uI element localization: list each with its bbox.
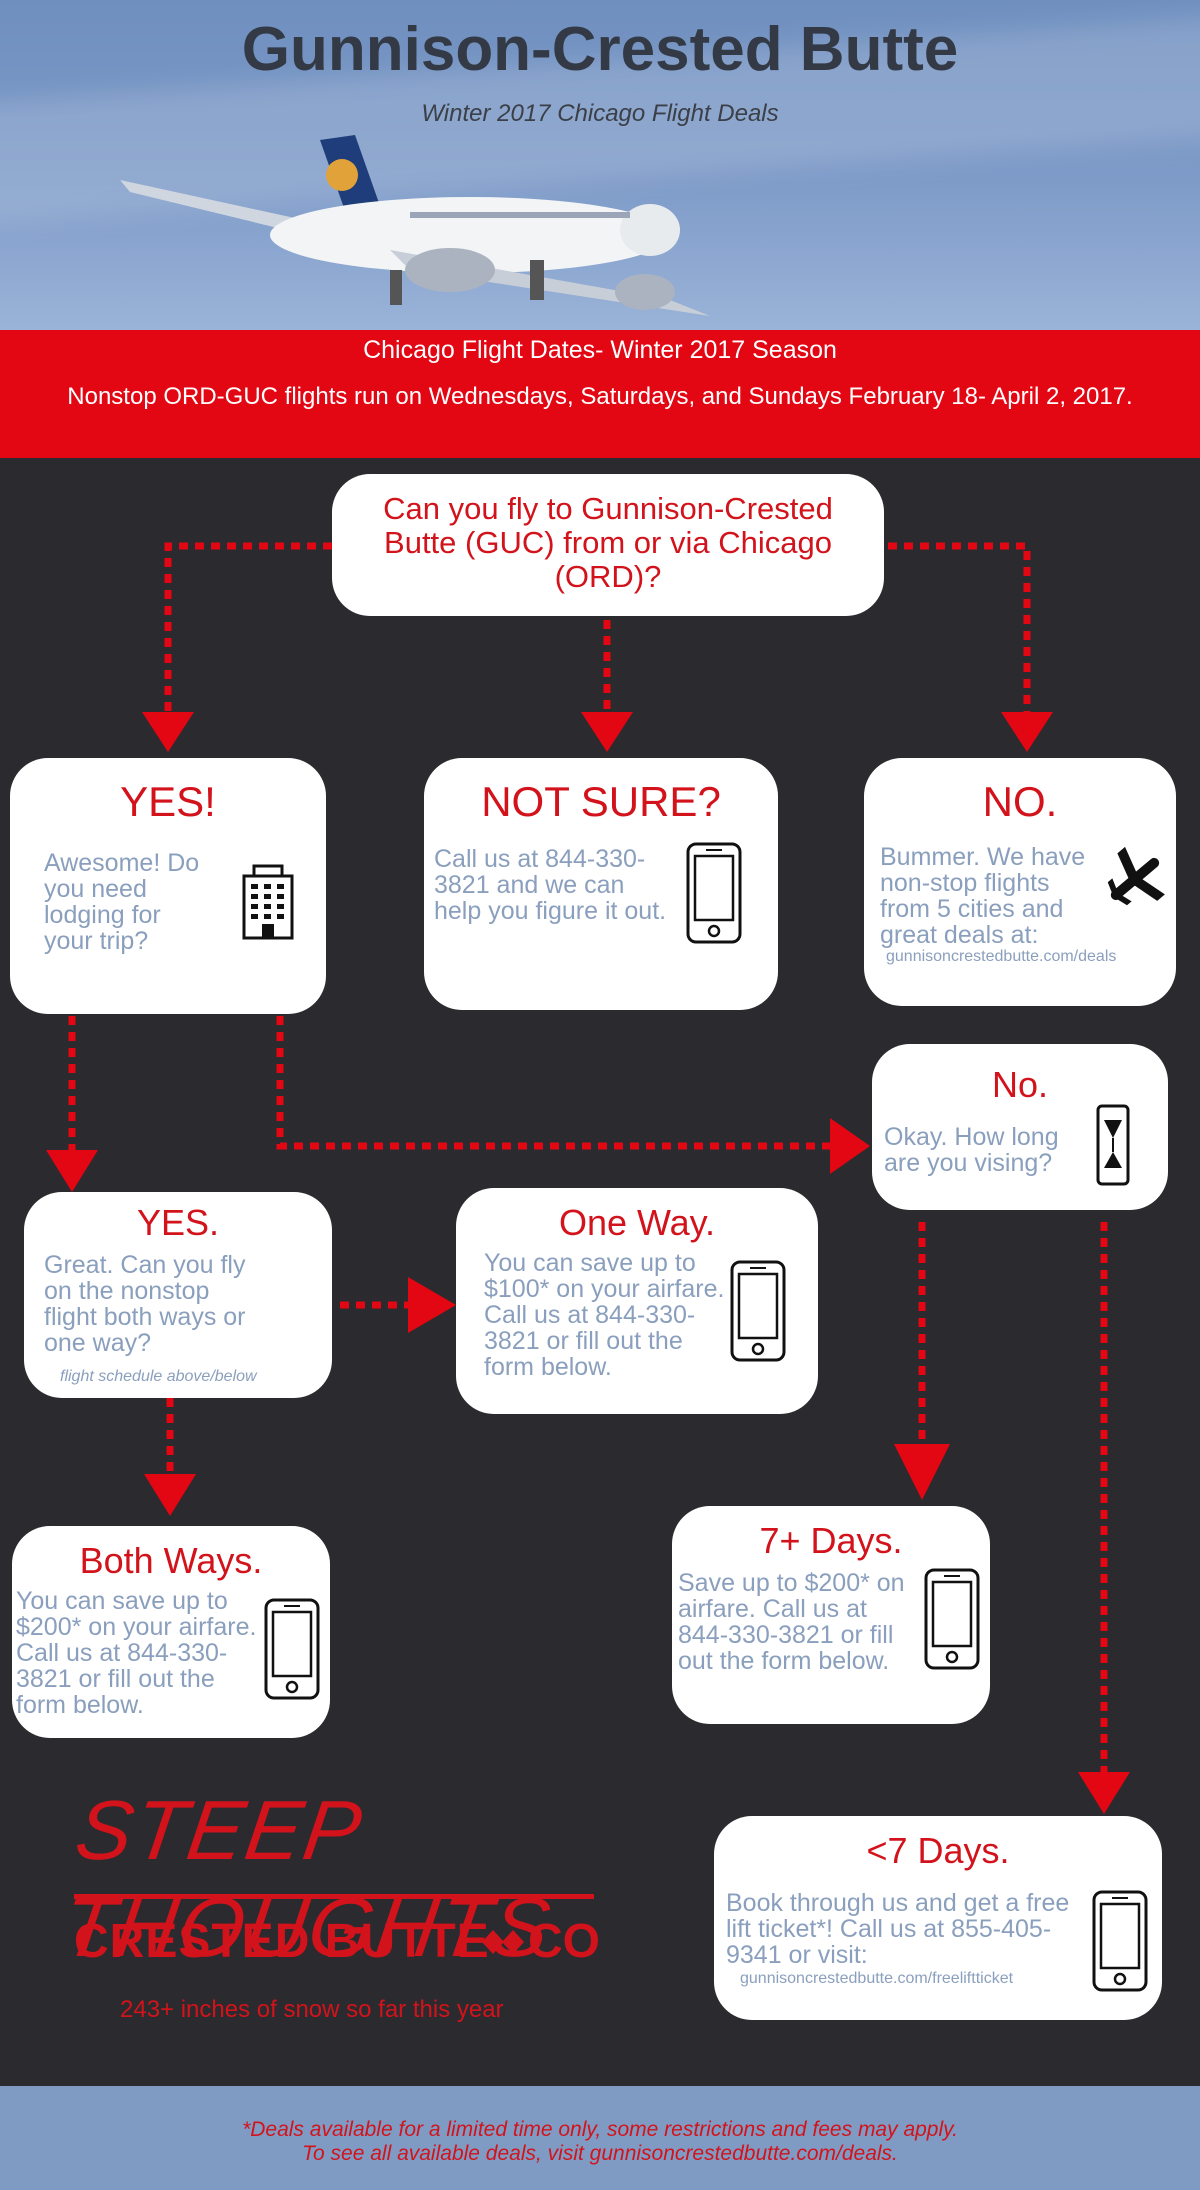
yes-nonstop-box: YES. Great. Can you fly on the nonstop f… [24,1192,332,1398]
airplane-icon [1107,846,1165,906]
less-seven-heading: <7 Days. [866,1830,1010,1871]
phone-icon [264,1598,320,1700]
both-ways-heading: Both Ways. [79,1540,263,1581]
no-howlong-heading: No. [991,1064,1049,1105]
less-seven-days-box: <7 Days. Book through us and get a free … [714,1816,1162,2020]
not-sure-heading: NOT SURE? [481,778,721,825]
brand-line2: CRESTED BUTTE [74,1915,490,1968]
seven-plus-heading: 7+ Days. [759,1520,903,1561]
less-seven-text: Book through us and get a free lift tick… [726,1889,1070,1969]
building-icon [242,864,294,940]
one-way-text: You can save up to $100* on your airfare… [484,1249,725,1381]
yes-box: YES! Awesome! Do you need lodging for yo… [10,758,326,1014]
both-ways-box: Both Ways. You can save up to $200* on y… [12,1526,330,1738]
brand-line3: CO [528,1915,600,1968]
seven-plus-days-box: 7+ Days. Save up to $200* on airfare. Ca… [672,1506,990,1724]
no-heading: NO. [982,778,1058,825]
flight-schedule-note: flight schedule above/below [60,1368,257,1385]
free-lift-ticket-link[interactable]: gunnisoncrestedbutte.com/freeliftticket [740,1970,1014,1987]
hourglass-icon [1096,1104,1130,1186]
snow-total: 243+ inches of snow so far this year [120,1996,504,2023]
header-banner: Gunnison-Crested Butte Winter 2017 Chica… [0,0,1200,330]
page-subtitle: Winter 2017 Chicago Flight Deals [421,100,779,127]
phone-icon [730,1260,786,1362]
yes-text: Awesome! Do you need lodging for your tr… [44,849,200,955]
phone-icon [686,842,742,944]
footer-line1: *Deals available for a limited time only… [242,2118,958,2141]
no-deals-link[interactable]: gunnisoncrestedbutte.com/deals [886,948,1117,965]
yes-heading: YES! [120,778,216,825]
banner-line2: Nonstop ORD-GUC flights run on Wednesday… [67,383,1133,410]
footer: *Deals available for a limited time only… [0,2086,1200,2190]
not-sure-text: Call us at 844-330-3821 and we can help … [434,845,667,925]
phone-icon [1092,1890,1148,1992]
banner-line1: Chicago Flight Dates- Winter 2017 Season [363,336,837,364]
phone-icon [924,1568,980,1670]
not-sure-box: NOT SURE? Call us at 844-330-3821 and we… [424,758,778,1010]
question-box: Can you fly to Gunnison-Crested Butte (G… [332,474,884,616]
no-howlong-box: No. Okay. How long are you vising? [872,1044,1168,1210]
footer-line2: To see all available deals, visit gunnis… [302,2142,898,2165]
flight-dates-banner: Chicago Flight Dates- Winter 2017 Season… [0,330,1200,458]
no-howlong-text: Okay. How long are you vising? [884,1123,1059,1177]
no-text: Bummer. We have non-stop flights from 5 … [880,843,1086,949]
steep-thoughts-logo: STEEP THOUGHTS CRESTED BUTTE CO [57,1782,610,1982]
one-way-box: One Way. You can save up to $100* on you… [456,1188,818,1414]
airplane-photo [120,135,710,316]
both-ways-text: You can save up to $200* on your airfare… [16,1587,257,1719]
question-text: Can you fly to Gunnison-Crested Butte (G… [383,491,833,594]
page-title: Gunnison-Crested Butte [241,15,959,84]
yes-nonstop-text: Great. Can you fly on the nonstop flight… [44,1251,246,1357]
no-box: NO. Bummer. We have non-stop flights fro… [864,758,1176,1006]
one-way-heading: One Way. [558,1202,716,1243]
seven-plus-text: Save up to $200* on airfare. Call us at … [678,1569,905,1675]
yes-nonstop-heading: YES. [136,1202,220,1243]
diamond-icon [482,1930,524,1954]
